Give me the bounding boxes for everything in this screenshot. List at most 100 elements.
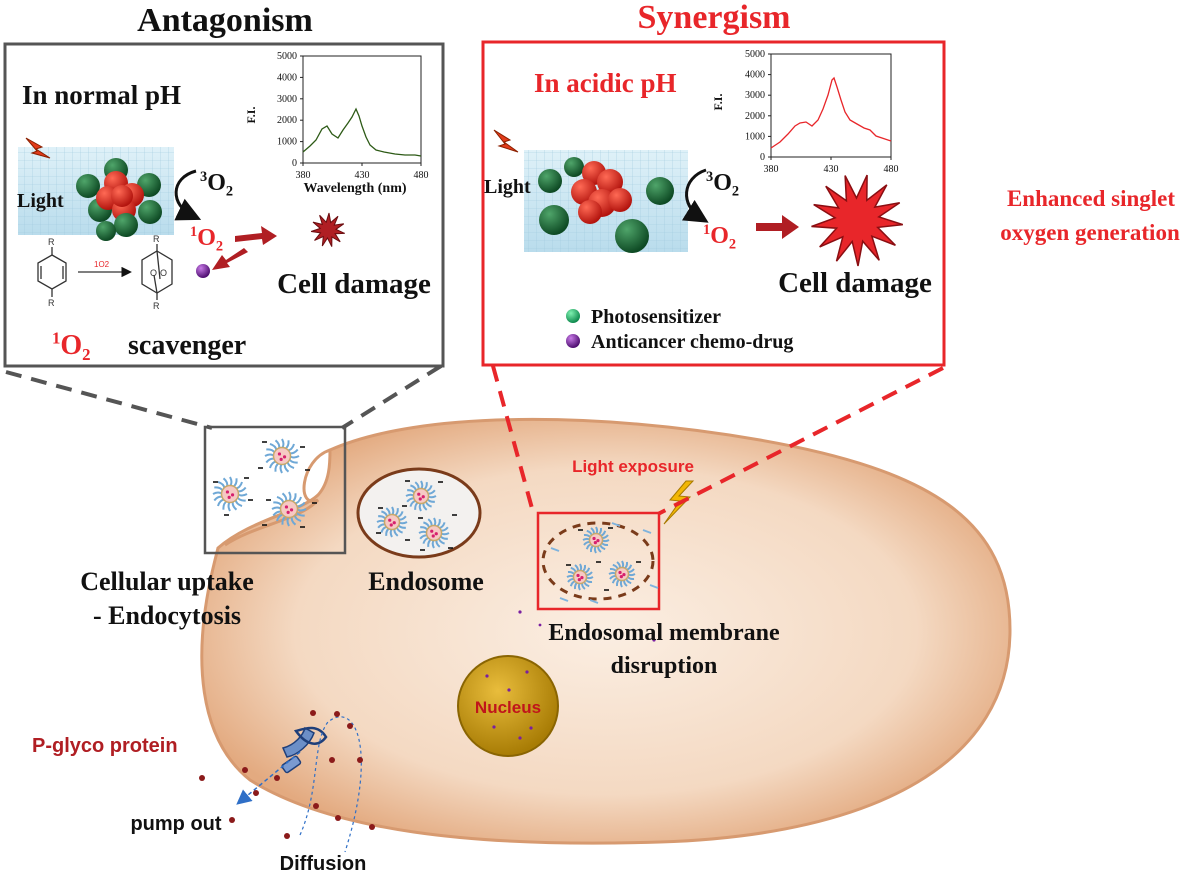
micelle xyxy=(212,476,248,512)
endocytosis-pocket xyxy=(224,448,331,547)
right-chart-spectrum xyxy=(770,76,892,149)
x-tick-label: 430 xyxy=(824,164,839,175)
scavenger-o2-text: 1O2 xyxy=(52,328,91,364)
micelle xyxy=(405,480,437,512)
r-top-left: R xyxy=(48,237,55,247)
micelle xyxy=(376,506,408,538)
pump-out-label: pump out xyxy=(130,813,221,835)
legend: Photosensitizer Anticancer chemo-drug xyxy=(566,306,793,353)
right-light-label: Light xyxy=(484,176,531,198)
left-light-label: Light xyxy=(17,190,64,212)
legend-drug-label: Anticancer chemo-drug xyxy=(591,331,793,353)
endosome-label: Endosome xyxy=(368,567,484,596)
zoom-line-left-b xyxy=(340,364,443,430)
micelle xyxy=(608,560,636,588)
r-bottom-left: R xyxy=(48,298,55,308)
micelle xyxy=(271,491,307,527)
nucleus-label: Nucleus xyxy=(475,698,541,717)
legend-photosensitizer-label: Photosensitizer xyxy=(591,306,721,328)
enhanced-line1: Enhanced singlet xyxy=(1007,186,1175,211)
light-bolt-icon-left xyxy=(25,137,51,159)
left-chart-spectrum xyxy=(302,107,422,157)
y-tick-label: 2000 xyxy=(745,111,765,122)
scavenger-label: scavenger xyxy=(128,330,246,361)
polymer-fragment xyxy=(550,547,560,552)
x-tick-label: 480 xyxy=(414,170,429,181)
y-tick-label: 3000 xyxy=(745,90,765,101)
zoom-line-left-a xyxy=(5,370,213,430)
disruption-zoom-box xyxy=(536,511,661,611)
x-tick-label: 430 xyxy=(355,170,370,181)
pgp-label: P-glyco protein xyxy=(32,735,178,757)
small-starburst-icon xyxy=(310,212,345,247)
disruption-label-line1: Endosomal membrane xyxy=(548,620,780,646)
right-triplet-o2: 3O2 xyxy=(706,169,739,199)
right-singlet-o2: 1O2 xyxy=(703,222,736,252)
y-tick-label: 2000 xyxy=(277,115,297,126)
left-damage-arrow xyxy=(235,226,277,245)
left-cell-damage: Cell damage xyxy=(277,268,431,300)
scavenger-o2: 1O2 xyxy=(52,328,91,364)
endosome xyxy=(356,467,482,559)
polymer-fragment xyxy=(559,597,569,602)
right-chart-ylabel: F.I. xyxy=(711,94,725,111)
light-bolt-icon-right xyxy=(493,129,519,153)
r-top-right: R xyxy=(153,234,160,244)
y-tick-label: 1000 xyxy=(745,131,765,142)
left-curved-arrow xyxy=(174,169,202,221)
right-damage-arrow xyxy=(756,215,799,239)
y-tick-label: 4000 xyxy=(745,70,765,81)
uptake-label-line1: Cellular uptake xyxy=(80,567,254,596)
enhanced-line2: oxygen generation xyxy=(1000,220,1180,245)
peroxide-o-a: O xyxy=(150,268,157,278)
diffusion-label: Diffusion xyxy=(280,853,367,875)
zoom-line-right-b xyxy=(657,366,944,516)
micelle xyxy=(582,526,610,554)
y-tick-label: 4000 xyxy=(277,72,297,83)
x-tick-label: 380 xyxy=(296,170,311,181)
left-singlet-o2: 1O2 xyxy=(190,224,223,254)
polymer-fragment xyxy=(642,529,652,534)
drug-molecule-left xyxy=(196,264,210,278)
polymer-fragment xyxy=(589,599,599,604)
pump-out-arrow xyxy=(236,751,301,805)
scavenger-reaction xyxy=(37,244,173,300)
polymer-fragment xyxy=(649,584,659,589)
y-tick-label: 0 xyxy=(760,152,765,163)
synergism-nanoparticle xyxy=(524,150,688,253)
uptake-zoom-box xyxy=(203,425,347,555)
released-drug-dots xyxy=(518,610,656,642)
large-starburst-icon xyxy=(811,174,904,267)
left-chart-xlabel: Wavelength (nm) xyxy=(303,181,406,196)
polymer-fragment xyxy=(611,522,621,527)
antagonism-condition: In normal pH xyxy=(22,80,181,110)
light-exposure-label: Light exposure xyxy=(572,457,694,476)
antagonism-nanoparticle xyxy=(18,147,174,241)
antagonism-title: Antagonism xyxy=(137,2,313,39)
diffusion-path xyxy=(299,716,362,853)
left-chart-ylabel: F.I. xyxy=(244,107,258,124)
y-tick-label: 3000 xyxy=(277,94,297,105)
drug-molecules xyxy=(199,710,375,839)
y-tick-label: 0 xyxy=(292,158,297,169)
broken-endosome-membrane xyxy=(541,521,655,601)
uptake-label-line2: - Endocytosis xyxy=(93,601,241,630)
micelle xyxy=(418,517,450,549)
y-tick-label: 5000 xyxy=(745,49,765,60)
synergism-condition: In acidic pH xyxy=(534,68,677,98)
right-curved-arrow xyxy=(681,168,709,223)
lightning-icon xyxy=(663,480,695,525)
left-triplet-o2-text: 3O2 xyxy=(200,169,233,199)
right-singlet-o2-text: 1O2 xyxy=(703,222,736,252)
right-triplet-o2-text: 3O2 xyxy=(706,169,739,199)
r-bottom-right: R xyxy=(153,301,160,311)
nucleus: Nucleus xyxy=(457,655,559,757)
left-scavenge-arrow xyxy=(212,248,248,270)
disruption-label-line2: disruption xyxy=(611,653,718,679)
x-tick-label: 380 xyxy=(764,164,779,175)
y-tick-label: 5000 xyxy=(277,51,297,62)
micelle xyxy=(264,438,300,474)
